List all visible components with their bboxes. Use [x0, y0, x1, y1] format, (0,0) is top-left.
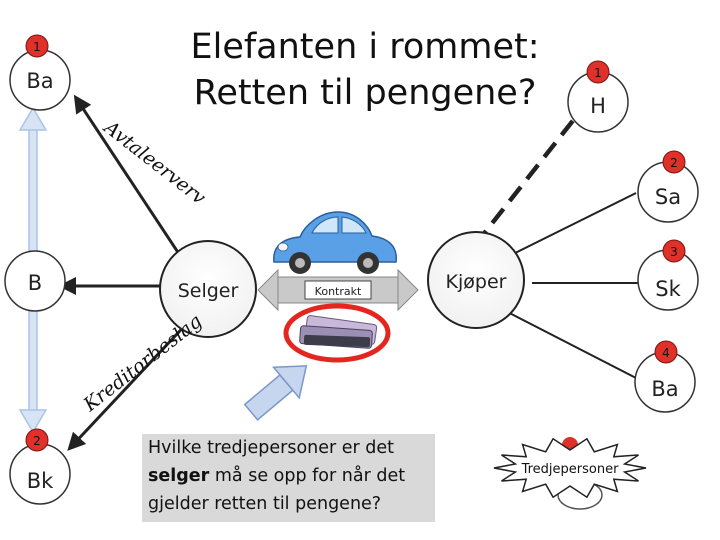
buyer-label: Kjøper — [446, 271, 507, 293]
third-parties-burst: Tredjepersoner — [493, 437, 647, 510]
node-ba-top: Ba — [9, 49, 71, 111]
third-parties-label: Tredjepersoner — [521, 462, 620, 477]
question-line-1: Hvilke tredjepersoner er det — [148, 438, 395, 458]
title-line-2: Retten til pengene? — [193, 73, 537, 113]
node-sk-label: Sk — [655, 277, 681, 301]
question-line-2-rest: må se opp for når det — [209, 466, 406, 486]
svg-text:2: 2 — [670, 156, 678, 170]
svg-text:2: 2 — [33, 434, 41, 448]
car-image — [273, 211, 397, 274]
money-image — [299, 315, 378, 349]
node-h: H — [567, 71, 629, 133]
seller-node: Selger — [159, 240, 257, 338]
page-title: Elefanten i rommet: Retten til pengene? — [180, 24, 550, 116]
node-h-label: H — [590, 94, 606, 118]
edge-buyer-sa — [494, 192, 637, 264]
svg-text:4: 4 — [662, 346, 670, 360]
question-box: Hvilke tredjepersoner er det selger må s… — [142, 434, 435, 522]
kreditorbeslag-label: Kreditorbeslag — [79, 310, 207, 416]
red-circle — [283, 303, 391, 363]
question-line-2: selger må se opp for når det — [148, 462, 435, 490]
question-arrow — [243, 365, 308, 421]
node-sa-label: Sa — [655, 185, 681, 209]
node-b: B — [4, 250, 66, 312]
edge-seller-ba-top — [73, 94, 185, 261]
contract-label: Kontrakt — [315, 285, 362, 298]
badge-sa: 2 — [662, 150, 686, 174]
title-line-1: Elefanten i rommet: — [190, 27, 540, 67]
contract-arrow: Kontrakt — [257, 268, 419, 312]
avtaleerverv-label: Avtaleerverv — [98, 115, 210, 209]
svg-text:1: 1 — [594, 66, 602, 80]
edge-buyer-h — [459, 116, 577, 262]
edge-seller-bk — [67, 316, 194, 451]
node-ba-top-label: Ba — [26, 69, 53, 93]
question-line-3: gjelder retten til pengene? — [148, 494, 382, 514]
edge-buyer-ba-right — [487, 301, 637, 379]
node-bk: Bk — [9, 443, 71, 505]
node-sk: Sk — [637, 249, 699, 311]
badge-bk: 2 — [25, 428, 49, 452]
buyer-node: Kjøper — [427, 231, 525, 329]
node-bk-label: Bk — [27, 469, 54, 493]
badge-ba-right: 4 — [654, 340, 678, 364]
badge-ba-top: 1 — [25, 34, 49, 58]
node-ba-right: Ba — [634, 351, 696, 413]
node-ba-right-label: Ba — [651, 377, 678, 401]
question-bold-word: selger — [148, 466, 210, 486]
seller-label: Selger — [178, 280, 239, 302]
svg-text:1: 1 — [33, 40, 41, 54]
badge-sk: 3 — [662, 239, 686, 263]
badge-h: 1 — [586, 60, 610, 84]
svg-text:3: 3 — [670, 245, 678, 259]
node-b-label: B — [28, 271, 42, 295]
